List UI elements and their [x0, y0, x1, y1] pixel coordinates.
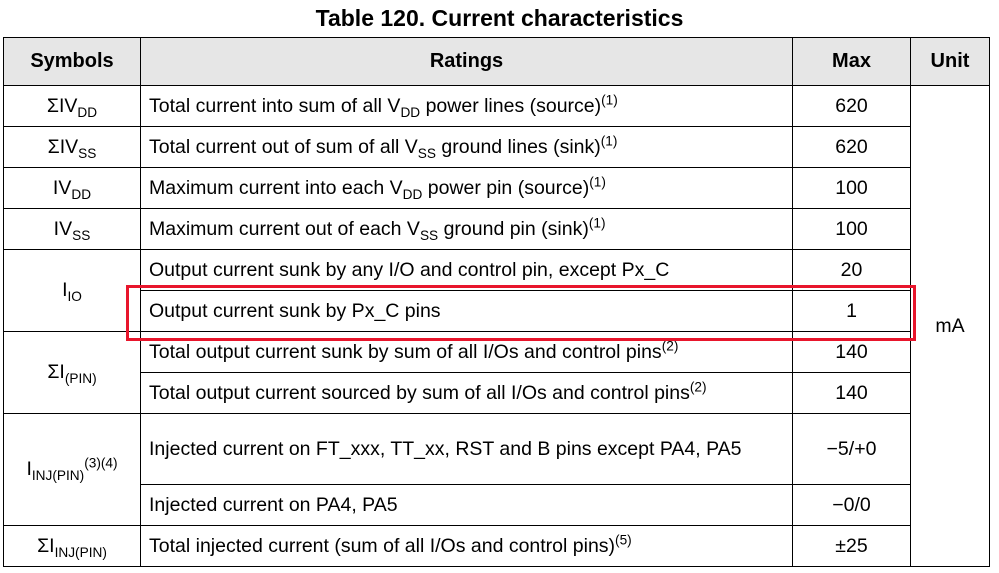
- symbol-cell: IVSS: [3, 208, 141, 250]
- table-row: IVDD Maximum current into each VDD power…: [3, 167, 990, 209]
- header-max: Max: [792, 37, 911, 86]
- header-row: Symbols Ratings Max Unit: [3, 37, 990, 86]
- header-symbols: Symbols: [3, 37, 141, 86]
- max-cell: 140: [792, 372, 911, 414]
- rating-cell: Total current out of sum of all VSS grou…: [140, 126, 793, 168]
- header-unit: Unit: [910, 37, 990, 86]
- table-row: Injected current on PA4, PA5 −0/0: [4, 484, 990, 526]
- rating-cell: Total output current sourced by sum of a…: [140, 372, 793, 414]
- table-row: ΣI(PIN) Total output current sunk by sum…: [3, 331, 990, 414]
- symbol-cell: ΣIINJ(PIN): [3, 525, 141, 567]
- rating-cell: Total output current sunk by sum of all …: [140, 331, 793, 373]
- rating-cell: Injected current on PA4, PA5: [140, 484, 793, 526]
- table-row: Total output current sourced by sum of a…: [4, 372, 990, 414]
- max-cell: −0/0: [792, 484, 911, 526]
- symbol-cell: IINJ(PIN)(3)(4): [3, 413, 141, 526]
- max-cell: 140: [792, 331, 911, 373]
- max-cell: 620: [792, 126, 911, 168]
- table-row: ΣIVSS Total current out of sum of all VS…: [3, 126, 990, 168]
- symbol-cell: ΣI(PIN): [3, 331, 141, 414]
- rating-cell: Output current sunk by any I/O and contr…: [140, 249, 793, 291]
- max-cell: 1: [792, 290, 911, 332]
- max-cell: 100: [792, 167, 911, 209]
- symbol-cell: IIO: [3, 249, 141, 332]
- table-row: Output current sunk by Px_C pins 1: [4, 290, 990, 332]
- max-cell: 20: [792, 249, 911, 291]
- max-cell: −5/+0: [792, 413, 911, 485]
- header-ratings: Ratings: [140, 37, 793, 86]
- max-cell: 620: [792, 85, 911, 127]
- rating-cell: Total current into sum of all VDD power …: [140, 85, 793, 127]
- current-characteristics-table: Symbols Ratings Max Unit ΣIVDD Total cur…: [3, 37, 990, 567]
- table-row: ΣIVDD Total current into sum of all VDD …: [3, 85, 990, 567]
- table-row: ΣIINJ(PIN) Total injected current (sum o…: [3, 525, 990, 567]
- table-row: IIO Output current sunk by any I/O and c…: [3, 249, 990, 332]
- table-row: IINJ(PIN)(3)(4) Injected current on FT_x…: [3, 413, 990, 526]
- rating-cell: Total injected current (sum of all I/Os …: [140, 525, 793, 567]
- max-cell: 100: [792, 208, 911, 250]
- unit-cell: mA: [910, 85, 990, 567]
- symbol-cell: ΣIVDD: [3, 85, 141, 127]
- rating-cell: Injected current on FT_xxx, TT_xx, RST a…: [140, 413, 793, 485]
- rating-cell: Maximum current out of each VSS ground p…: [140, 208, 793, 250]
- symbol-cell: ΣIVSS: [3, 126, 141, 168]
- table-row: IVSS Maximum current out of each VSS gro…: [3, 208, 990, 250]
- max-cell: ±25: [792, 525, 911, 567]
- rating-cell: Output current sunk by Px_C pins: [140, 290, 793, 332]
- symbol-cell: IVDD: [3, 167, 141, 209]
- rating-cell: Maximum current into each VDD power pin …: [140, 167, 793, 209]
- table-title: Table 120. Current characteristics: [315, 5, 684, 31]
